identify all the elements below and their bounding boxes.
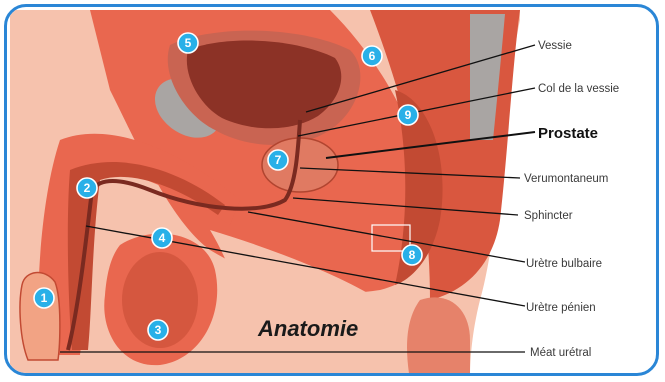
label-prostate: Prostate [538,125,598,142]
svg-text:3: 3 [155,323,162,337]
label-col-de-la-vessie: Col de la vessie [538,83,619,95]
svg-text:7: 7 [275,153,282,167]
badge-6: 6 [362,46,382,66]
label-meat-uretral: Méat urétral [530,347,591,359]
label-uretre-penien: Urètre pénien [526,302,596,314]
badge-9: 9 [398,105,418,125]
badge-1: 1 [34,288,54,308]
badge-7: 7 [268,150,288,170]
svg-text:9: 9 [405,108,412,122]
label-verumontaneum: Verumontaneum [524,173,608,185]
badge-3: 3 [148,320,168,340]
svg-text:8: 8 [409,248,416,262]
label-sphincter: Sphincter [524,210,573,222]
badge-8: 8 [402,245,422,265]
label-vessie: Vessie [538,40,572,52]
svg-text:5: 5 [185,36,192,50]
svg-text:1: 1 [41,291,48,305]
svg-text:6: 6 [369,49,376,63]
label-uretre-bulbaire: Urètre bulbaire [526,258,602,270]
caption: Anatomie [257,316,358,341]
badge-4: 4 [152,228,172,248]
svg-text:2: 2 [84,181,91,195]
badge-5: 5 [178,33,198,53]
glans [20,273,60,360]
svg-text:4: 4 [159,231,166,245]
buttock [407,297,470,380]
badge-2: 2 [77,178,97,198]
